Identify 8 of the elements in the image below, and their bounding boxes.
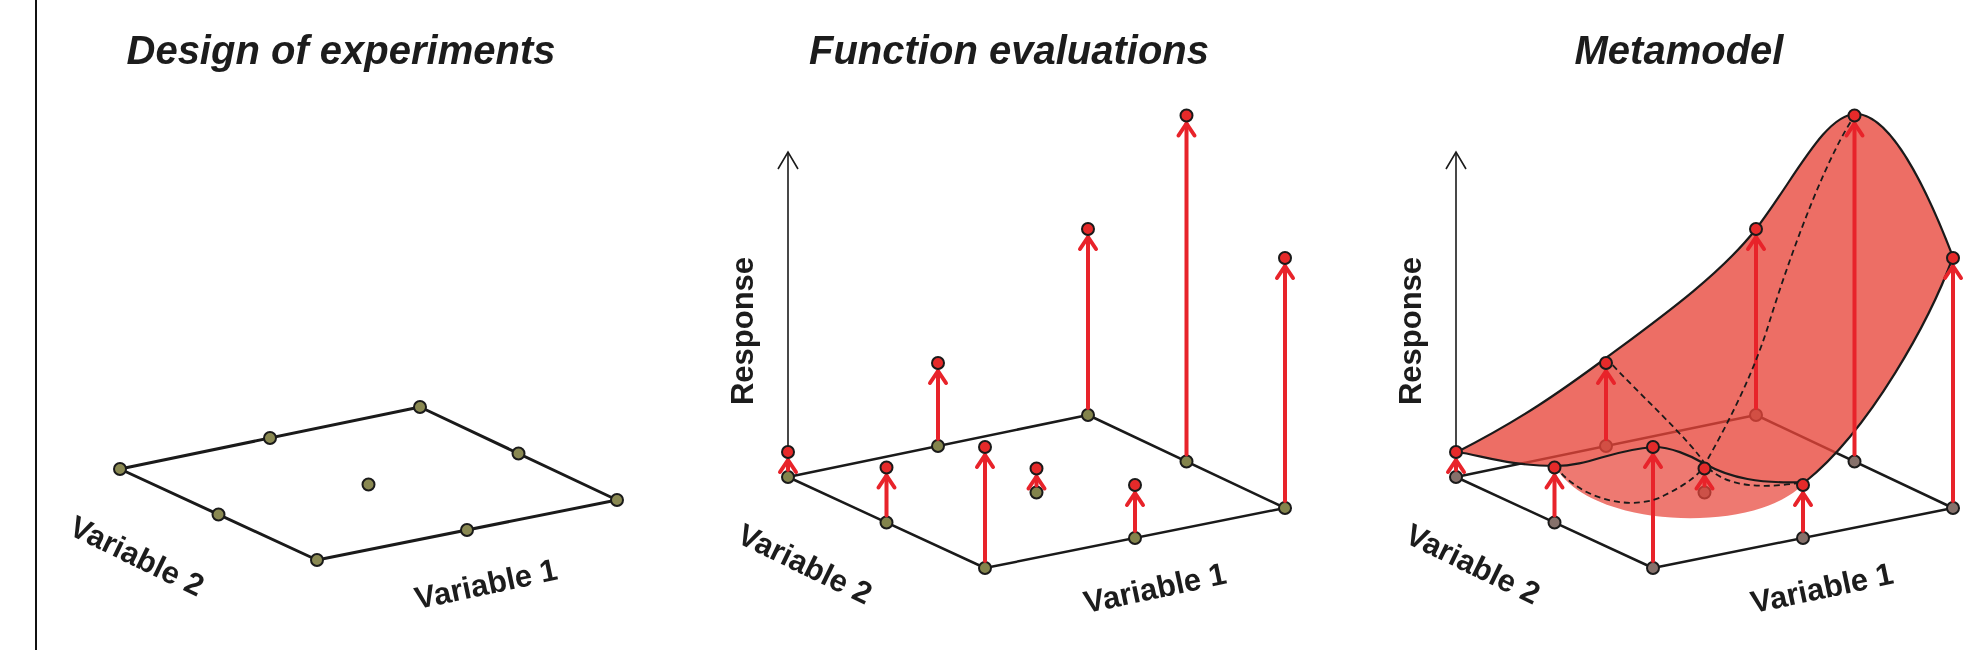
panel-title: Design of experiments [126,30,556,70]
axis-label: Response [1394,256,1426,406]
axis-label: Variable 1 [411,553,561,615]
axis-label: Variable 1 [1747,557,1897,619]
axis-label: Response [726,256,758,406]
panel-title: Function evaluations [809,30,1209,70]
axis-label: Variable 1 [1080,557,1230,619]
panel-title: Metamodel [1574,30,1784,70]
